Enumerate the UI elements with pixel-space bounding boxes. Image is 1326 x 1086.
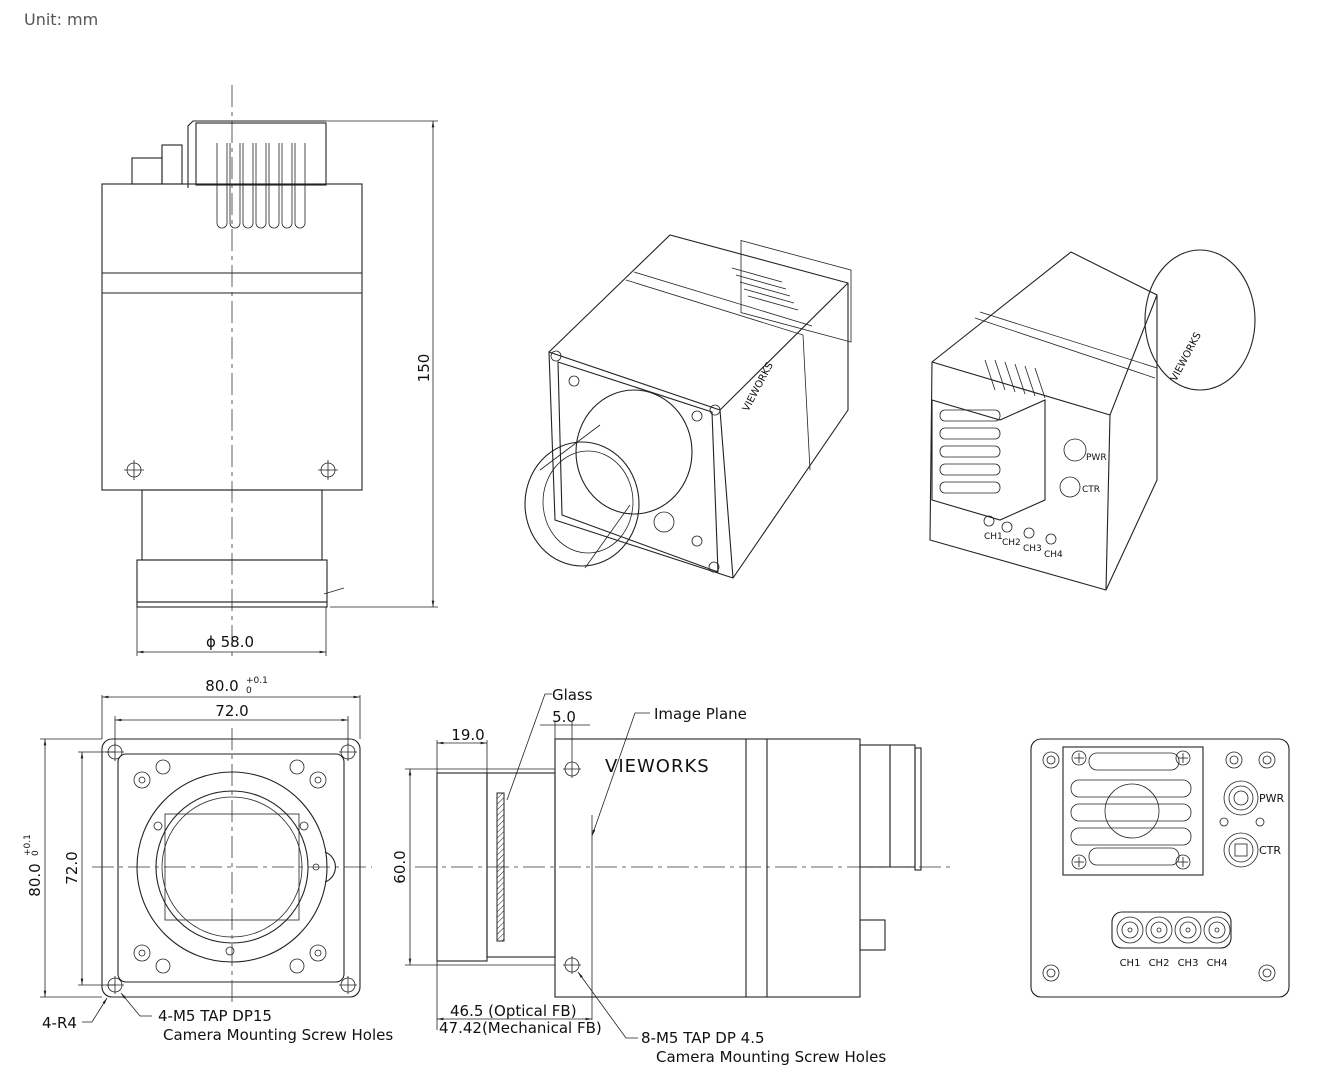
height-outer-label: 80.0 (26, 863, 44, 896)
lens-release-button (653, 511, 675, 533)
ctr-connector (1223, 832, 1259, 868)
front-view: 80.0 +0.1 0 72.0 80.0 +0.1 0 72.0 4-R4 4… (23, 676, 393, 1044)
iso-rear-brand-logo: VIEWORKS (1169, 331, 1204, 384)
side-tap-desc: Camera Mounting Screw Holes (656, 1048, 886, 1066)
grille-screws (1071, 750, 1191, 870)
side-view: VIEWORKS 19.0 5.0 Glass Image Plane 60.0… (391, 686, 950, 1066)
lens-release (324, 851, 336, 883)
height-dim-label: 150 (415, 354, 433, 383)
mount-hole (124, 460, 144, 480)
mechanical-fb-label: 47.42(Mechanical FB) (439, 1019, 602, 1037)
lens-diameter-label: ϕ 58.0 (206, 633, 254, 651)
heatsink-fins (731, 267, 799, 311)
iso-body-outline (548, 234, 849, 579)
top-view: 150 ϕ 58.0 (101, 85, 438, 658)
heatsink-fins (216, 143, 306, 229)
rear-plate (1030, 738, 1290, 998)
optical-fb-label: 46.5 (Optical FB) (450, 1002, 577, 1020)
image-plane-label: Image Plane (654, 705, 747, 723)
height-tol-plus: +0.1 (23, 834, 33, 856)
pwr-connector (1223, 780, 1259, 816)
lens-mount-base (575, 389, 693, 515)
front-screws (133, 759, 327, 974)
iso-brand-logo: VIEWORKS (741, 361, 776, 414)
width-inner-label: 72.0 (215, 702, 248, 720)
bnc-side (859, 919, 886, 951)
fan-hub (1104, 783, 1160, 839)
ch2-label: CH2 (1149, 958, 1170, 969)
width-outer-label: 80.0 (205, 677, 238, 695)
side-mount-hole (563, 760, 581, 974)
iso-ch4-label: CH4 (1044, 550, 1063, 560)
iso-ch2-label: CH2 (1002, 538, 1021, 548)
ch1-label: CH1 (1120, 958, 1141, 969)
fan-grille (1062, 746, 1204, 876)
iso-bnc-connectors (983, 515, 1057, 545)
iso-ctr-connector (1059, 476, 1081, 498)
rear-lens-mount (1144, 249, 1256, 391)
pwr-label: PWR (1259, 792, 1285, 805)
heatsink-fins (984, 359, 1046, 399)
iso-view-front: VIEWORKS (524, 234, 852, 579)
iso-ch3-label: CH3 (1023, 544, 1042, 554)
side-brand-logo: VIEWORKS (605, 756, 710, 777)
connector-block (131, 157, 163, 185)
unit-label: Unit: mm (24, 10, 99, 29)
lens-ring-outer (524, 441, 640, 567)
sensor-opening (164, 813, 300, 921)
front-plate (101, 738, 361, 998)
rear-corner-screws (1042, 751, 1276, 982)
heatsink-bracket (187, 120, 326, 188)
bnc-panel (1111, 911, 1232, 949)
height-tol-minus: 0 (31, 850, 41, 856)
heatsink-body (195, 122, 327, 186)
iso-pwr-label: PWR (1086, 453, 1107, 463)
fan-slots (1070, 752, 1192, 866)
front-tap-desc: Camera Mounting Screw Holes (163, 1026, 393, 1044)
iso-view-rear: VIEWORKS PWR CTR CH1 CH2 CH3 CH4 (929, 249, 1256, 591)
dim-60-label: 60.0 (391, 850, 409, 883)
corner-mount-hole (106, 743, 357, 994)
front-tap-note: 4-M5 TAP DP15 (158, 1007, 272, 1025)
width-tol-plus: +0.1 (246, 676, 268, 686)
corner-radius-label: 4-R4 (42, 1014, 77, 1032)
iso-pwr-connector (1063, 438, 1087, 462)
fan-housing (931, 399, 1046, 521)
bnc-connector (161, 144, 183, 185)
dim-5-label: 5.0 (552, 708, 576, 726)
fan-slots (939, 409, 1001, 494)
front-screw (550, 350, 721, 573)
ch3-label: CH3 (1178, 958, 1199, 969)
iso-ctr-label: CTR (1082, 485, 1100, 495)
ch4-label: CH4 (1207, 958, 1228, 969)
side-body (554, 738, 861, 998)
height-inner-label: 72.0 (63, 851, 81, 884)
width-tol-minus: 0 (246, 686, 252, 696)
bnc-connectors (1116, 916, 1231, 944)
mount-hole (318, 460, 338, 480)
lens-mount-outer (136, 771, 328, 963)
side-tap-note: 8-M5 TAP DP 4.5 (641, 1029, 765, 1047)
rear-view: PWR CTR CH1 CH2 CH3 CH4 (1030, 738, 1290, 998)
ctr-label: CTR (1259, 844, 1281, 857)
iso-ch1-label: CH1 (984, 532, 1003, 542)
dim-19-label: 19.0 (451, 726, 484, 744)
iso-rear-outline (929, 251, 1158, 591)
glass-label: Glass (552, 686, 593, 704)
